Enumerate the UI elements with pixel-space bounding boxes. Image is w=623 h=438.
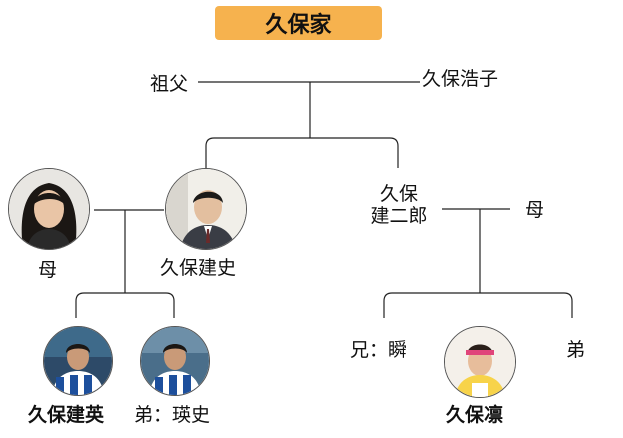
left-children-bracket bbox=[75, 292, 175, 318]
soccer-player-icon bbox=[44, 327, 112, 395]
elder-cousin-label: 兄：瞬 bbox=[350, 339, 408, 361]
soccer-player-icon bbox=[141, 327, 209, 395]
family-title: 久保家 bbox=[265, 13, 332, 38]
aunt-label: 母 bbox=[525, 199, 545, 221]
eishi-label: 弟：瑛史 bbox=[134, 404, 211, 426]
uncle-label: 久保 建二郎 bbox=[364, 183, 434, 228]
title-banner: 久保家 bbox=[215, 6, 382, 40]
right-children-bracket bbox=[383, 292, 573, 318]
children-bracket bbox=[205, 137, 399, 168]
woman-portrait-icon bbox=[9, 169, 89, 249]
man-portrait-icon bbox=[166, 169, 246, 249]
grandfather-label: 祖父 bbox=[150, 73, 189, 95]
uncle-label-line1: 久保 bbox=[379, 183, 418, 205]
mother-label: 母 bbox=[38, 259, 58, 281]
father-label: 久保建史 bbox=[160, 257, 237, 279]
eishi-photo bbox=[140, 326, 210, 396]
grandmother-label: 久保浩子 bbox=[422, 68, 499, 90]
younger-cousin-label: 弟 bbox=[566, 339, 586, 361]
runner-girl-icon bbox=[445, 327, 515, 397]
rin-photo bbox=[444, 326, 516, 398]
mother-photo bbox=[8, 168, 90, 250]
rin-label: 久保凛 bbox=[446, 404, 504, 426]
takefusa-label: 久保建英 bbox=[28, 404, 105, 426]
father-photo bbox=[165, 168, 247, 250]
uncle-label-line2: 建二郎 bbox=[370, 204, 428, 227]
takefusa-photo bbox=[43, 326, 113, 396]
